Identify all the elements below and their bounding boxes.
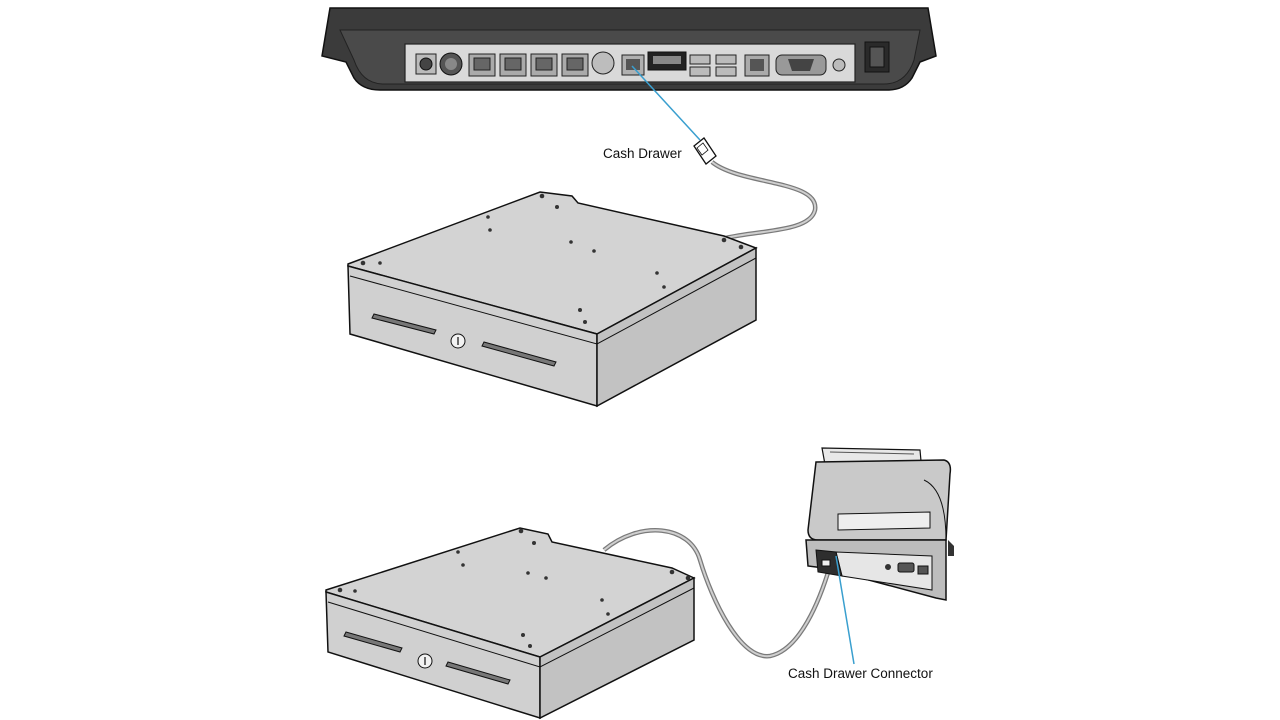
cash-drawer-connector-label: Cash Drawer Connector — [788, 666, 933, 681]
receipt-printer — [805, 447, 954, 601]
usb-port-icon — [689, 54, 737, 77]
vga-port-icon — [775, 54, 827, 76]
display-port — [647, 51, 687, 71]
pos-terminal — [321, 7, 937, 91]
callout-line-cash-drawer — [631, 65, 701, 141]
drawer-side-face — [539, 576, 695, 720]
rj12-plug-icon — [693, 137, 717, 165]
cable-terminal-to-drawer — [710, 160, 818, 241]
bill-slot-left — [371, 313, 437, 335]
ethernet-port-icon — [744, 54, 770, 77]
dc-power-jack — [415, 53, 437, 75]
cash-drawer-bottom — [325, 527, 696, 720]
drawer-side-face — [596, 246, 757, 408]
key-lock-icon — [450, 333, 466, 349]
bill-slot-right — [481, 341, 557, 367]
com-ports — [468, 53, 589, 77]
ps2-port — [439, 52, 463, 76]
power-switch-icon — [864, 41, 890, 73]
port-cover — [591, 51, 615, 75]
bill-slot-left — [343, 631, 403, 653]
cash-drawer-label: Cash Drawer — [603, 146, 682, 161]
vga-port-icon — [897, 562, 915, 573]
cash-drawer-port — [621, 54, 645, 76]
key-lock-icon — [417, 653, 433, 669]
bill-slot-right — [445, 661, 511, 685]
cash-drawer-top — [347, 191, 758, 408]
callout-line-cash-drawer-connector — [835, 555, 855, 665]
